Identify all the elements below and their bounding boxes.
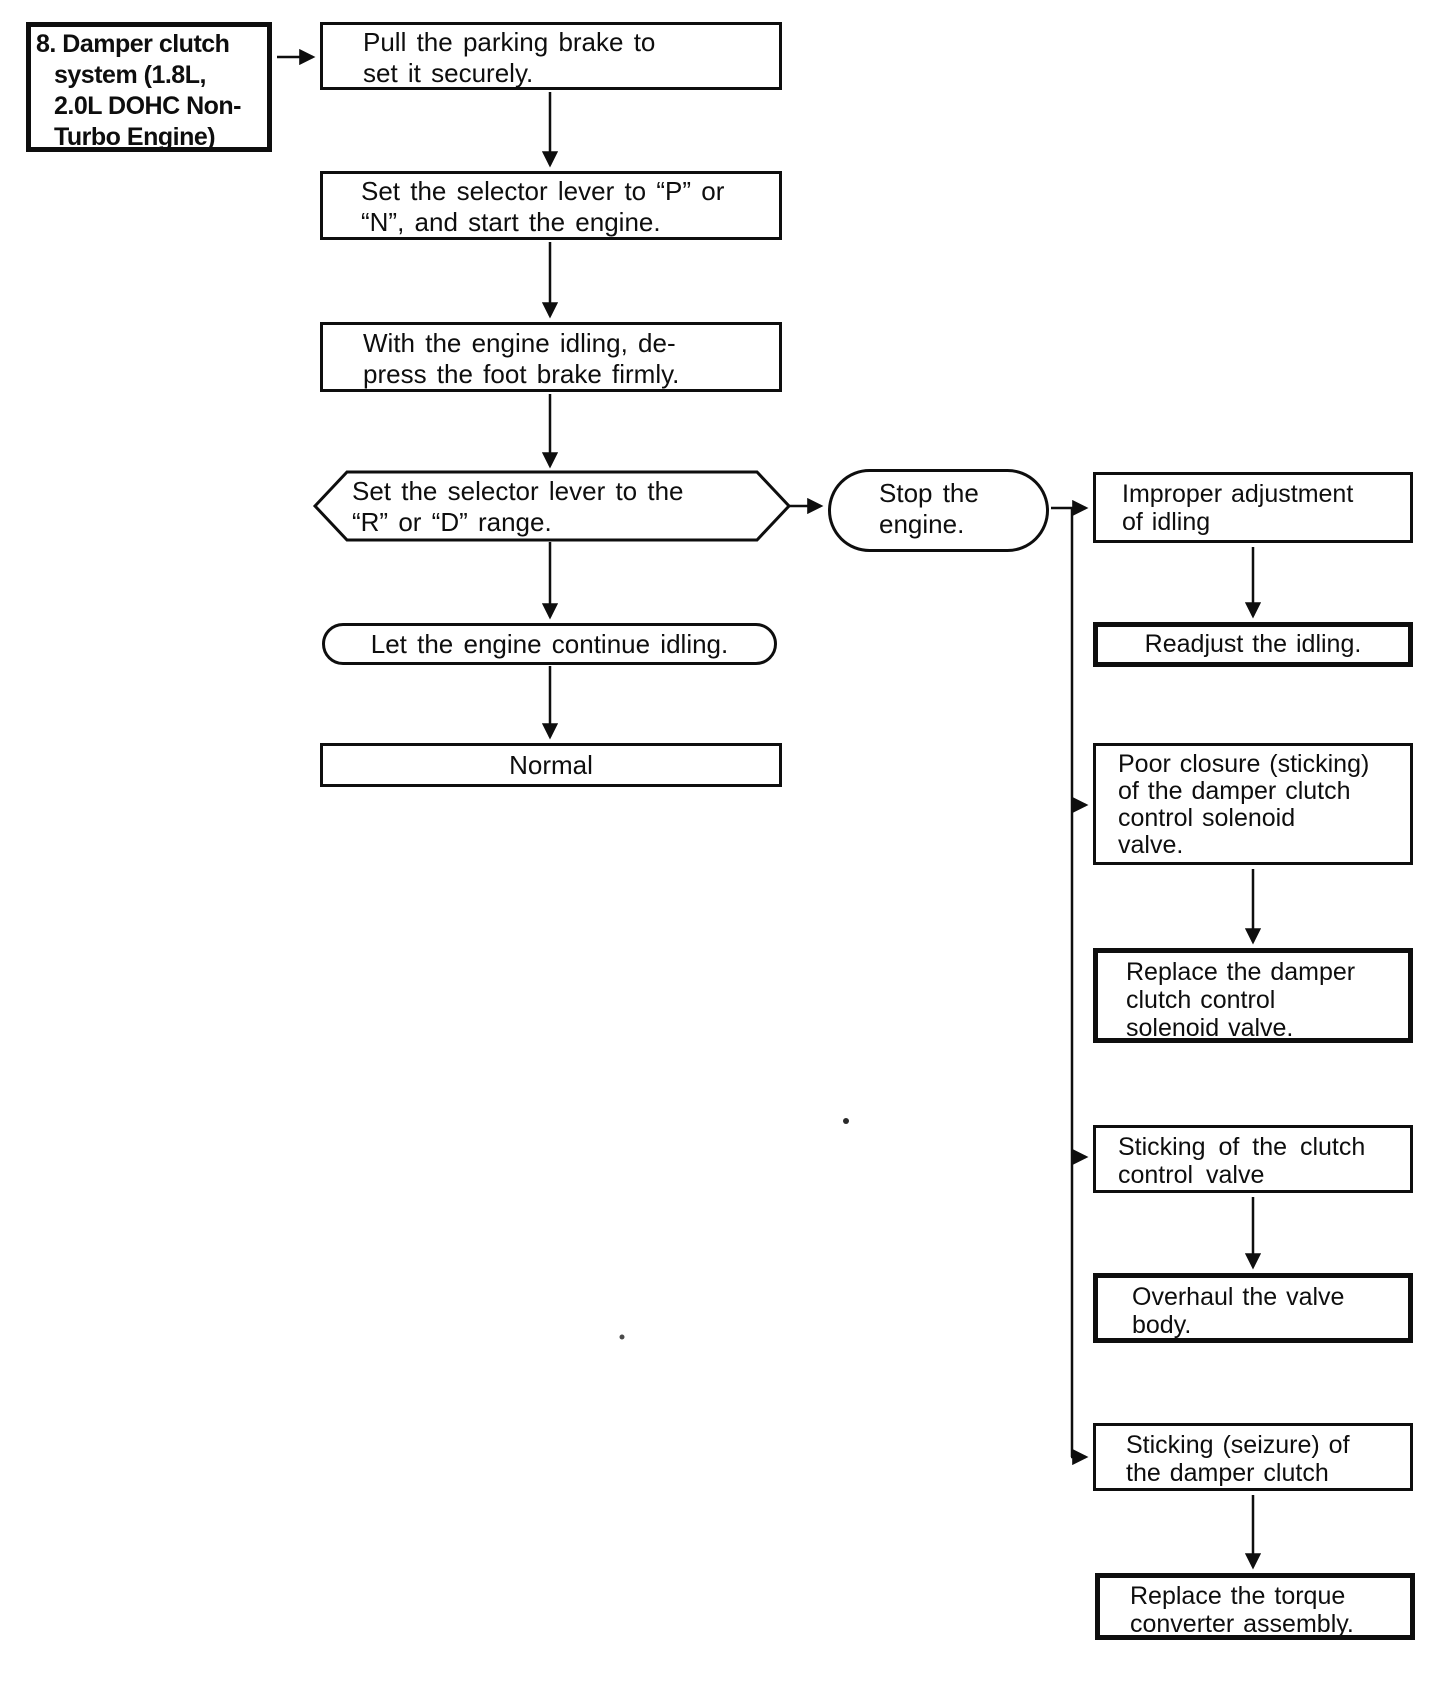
remedy-overhaul-valve-body: Overhaul the valve body. — [1093, 1273, 1413, 1343]
text-line: Replace the torque — [1130, 1582, 1346, 1610]
action-stop-engine: Stop the engine. — [828, 469, 1049, 552]
text-line: With the engine idling, de- — [363, 328, 676, 358]
text-line: Replace the damper — [1126, 958, 1356, 986]
text-line: Let the engine continue idling. — [370, 629, 729, 659]
cause-improper-idling-adjustment: Improper adjustment of idling — [1093, 472, 1413, 543]
text-line: Sticking of the clutch — [1118, 1133, 1366, 1161]
text-line: Overhaul the valve — [1132, 1283, 1345, 1311]
text-line: set it securely. — [363, 58, 534, 88]
scan-speck — [619, 1334, 625, 1340]
text-line: Stop the — [879, 478, 979, 508]
text-line: Normal — [509, 750, 593, 780]
text-line: the damper clutch — [1126, 1459, 1329, 1487]
cause-sticking-clutch-control-valve: Sticking of the clutch control valve — [1093, 1125, 1413, 1193]
text-line: Pull the parking brake to — [363, 27, 656, 57]
cause-sticking-damper-clutch: Sticking (seizure) of the damper clutch — [1093, 1423, 1413, 1491]
text-line: Sticking (seizure) of — [1126, 1431, 1350, 1459]
text-line: clutch control — [1126, 986, 1276, 1014]
title-line: 8. Damper clutch — [36, 30, 230, 58]
text-line: of the damper clutch — [1118, 777, 1351, 805]
remedy-readjust-idling: Readjust the idling. — [1093, 622, 1413, 667]
step-depress-foot-brake: With the engine idling, de- press the fo… — [320, 322, 782, 392]
text-line: Readjust the idling. — [1144, 630, 1362, 658]
title-line: system (1.8L, — [54, 61, 206, 89]
title-box-damper-clutch-system: 8. Damper clutch system (1.8L, 2.0L DOHC… — [26, 22, 272, 152]
text-line: Set the selector lever to the — [352, 476, 684, 506]
remedy-replace-torque-converter: Replace the torque converter assembly. — [1095, 1573, 1415, 1640]
title-line: Turbo Engine) — [54, 123, 216, 151]
text-line: engine. — [879, 509, 965, 539]
remedy-replace-solenoid-valve: Replace the damper clutch control soleno… — [1093, 948, 1413, 1043]
text-line: Poor closure (sticking) — [1118, 750, 1370, 778]
text-line: Set the selector lever to “P” or — [361, 176, 725, 206]
text-line: control valve — [1118, 1161, 1265, 1189]
outcome-continue-idling: Let the engine continue idling. — [322, 623, 777, 665]
text-line: of idling — [1122, 508, 1211, 536]
step-selector-lever-r-d: Set the selector lever to the “R” or “D”… — [352, 476, 762, 540]
text-line: valve. — [1118, 831, 1184, 859]
result-normal: Normal — [320, 743, 782, 787]
text-line: body. — [1132, 1311, 1192, 1339]
step-selector-lever-p-n: Set the selector lever to “P” or “N”, an… — [320, 171, 782, 240]
step-pull-parking-brake: Pull the parking brake to set it securel… — [320, 22, 782, 90]
scan-speck — [843, 1118, 849, 1124]
text-line: “N”, and start the engine. — [361, 207, 661, 237]
text-line: “R” or “D” range. — [352, 507, 552, 537]
cause-poor-closure-solenoid-valve: Poor closure (sticking) of the damper cl… — [1093, 743, 1413, 865]
text-line: Improper adjustment — [1122, 480, 1354, 508]
text-line: converter assembly. — [1130, 1610, 1354, 1638]
title-line: 2.0L DOHC Non- — [54, 92, 242, 120]
text-line: solenoid valve. — [1126, 1014, 1294, 1042]
text-line: control solenoid — [1118, 804, 1296, 832]
text-line: press the foot brake firmly. — [363, 359, 680, 389]
